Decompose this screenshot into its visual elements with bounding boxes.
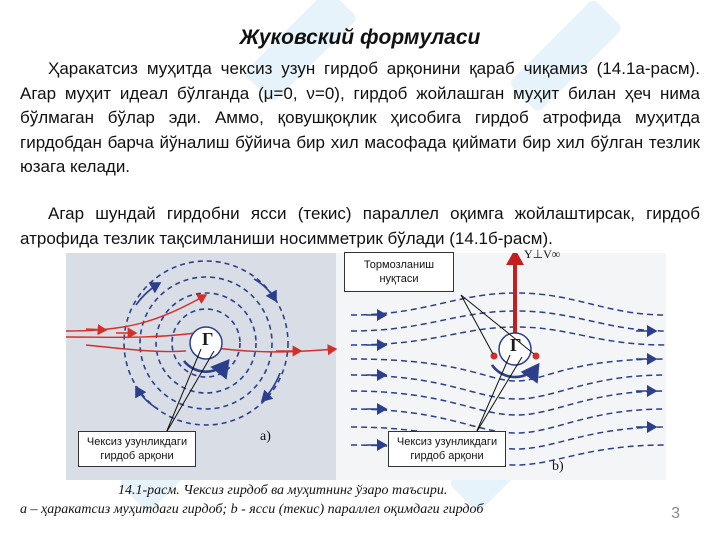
left-panel-label: a) <box>260 429 271 444</box>
parallel-flow-lines <box>350 292 666 466</box>
stagnation-point-callout: Тормозланиш нуқтаси <box>344 252 454 292</box>
right-vortex-core <box>498 332 532 366</box>
left-vortex-rotation-arrow <box>182 358 230 380</box>
paragraph-parallel-flow: Агар шундай гирдобни ясси (текис) паралл… <box>20 204 700 248</box>
stagnation-point-left <box>490 352 498 360</box>
vortex-figure: Г Г Y⊥V∞ a) b) Тормозланиш нуқтаси Чекси… <box>66 247 666 480</box>
left-callout-leaders <box>165 348 215 434</box>
left-vortex-symbol: Г <box>202 329 214 349</box>
page-number: 3 <box>671 505 680 522</box>
right-panel-label: b) <box>552 459 564 474</box>
figure-caption-description: а – ҳаракатсиз муҳитдаги гирдоб; b - ясс… <box>20 502 484 517</box>
flow-direction-arrows <box>366 309 658 451</box>
right-vortex-symbol: Г <box>510 335 522 355</box>
vortex-diagram <box>66 253 666 480</box>
lift-force-arrowhead <box>506 253 524 265</box>
figure-caption-title: 14.1-расм. Чексиз гирдоб ва муҳитнинг ўз… <box>118 483 448 498</box>
left-vortex-callout: Чексиз узунликдаги гирдоб арқони <box>78 431 196 467</box>
stagnation-point-right <box>532 352 540 360</box>
paragraph-still-medium: Ҳаракатсиз муҳитда чексиз узун гирдоб ар… <box>20 59 700 176</box>
right-vortex-rotation-arrow <box>490 362 540 384</box>
slide-title: Жуковский формуласи <box>239 26 481 49</box>
rotation-arrows <box>135 278 281 410</box>
red-streamlines <box>66 294 338 356</box>
lift-force-label: Y⊥V∞ <box>524 247 561 261</box>
right-callout-leaders <box>460 294 535 434</box>
concentric-flow-lines <box>123 260 289 426</box>
right-vortex-callout: Чексиз узунликдаги гирдоб арқони <box>388 431 506 467</box>
